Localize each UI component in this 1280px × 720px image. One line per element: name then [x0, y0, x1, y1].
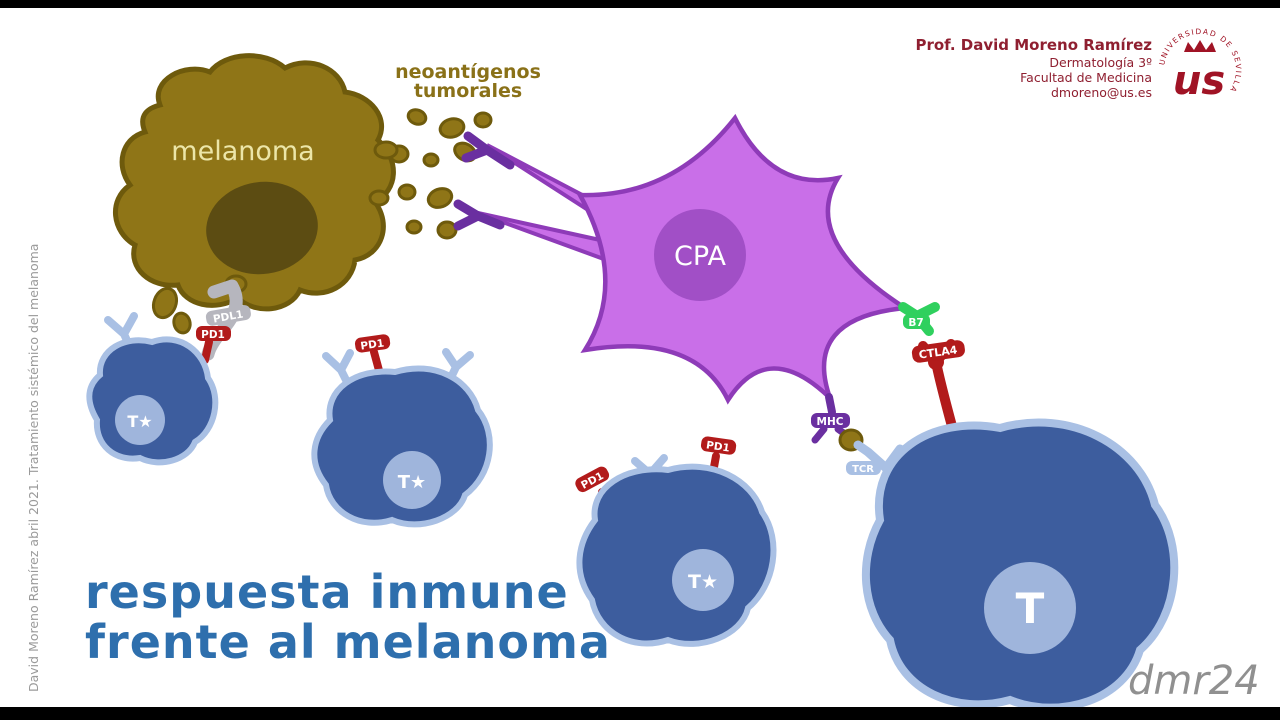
signature: dmr24	[1128, 658, 1260, 704]
mhc-label: MHC	[817, 416, 844, 428]
university-logo: UNIVERSIDAD DE SEVILLA us	[1157, 27, 1241, 104]
pd1-stem	[201, 338, 213, 364]
t-cell-label: T★	[688, 571, 718, 593]
antigen-dot	[473, 111, 493, 129]
melanoma-label: melanoma	[171, 136, 314, 167]
antigen-dot	[368, 189, 390, 207]
neoantigens: neoantígenos tumorales	[368, 61, 541, 240]
credits-block: Prof. David Moreno Ramírez Dermatología …	[915, 36, 1152, 100]
antigen-dot	[436, 220, 458, 240]
melanoma-nucleus	[206, 181, 318, 275]
pd1-label: PD1	[360, 337, 385, 352]
antigen-dot	[406, 108, 428, 126]
antigen-dot	[422, 152, 440, 168]
side-note: David Moreno Ramírez abril 2021. Tratami…	[26, 244, 41, 692]
antigen-dot	[438, 117, 466, 139]
ctla4-label-bg	[911, 340, 965, 363]
ctla4-label: CTLA4	[918, 343, 959, 361]
cpa-receptor-y-icon	[461, 131, 515, 170]
melanoma-body	[113, 53, 396, 312]
cpa-label: CPA	[674, 241, 726, 272]
b7-label-bg	[903, 314, 930, 329]
t-cell-label: T	[1016, 584, 1045, 633]
letterbox-bar-top	[0, 0, 1280, 8]
mhc-stem	[825, 393, 836, 416]
antigen-dot	[397, 183, 417, 201]
letterbox-bar-bottom	[0, 707, 1280, 720]
credits-department: Dermatología 3º	[1049, 55, 1152, 70]
t-cell-label: T★	[398, 472, 426, 493]
melanoma-fragment	[151, 286, 179, 320]
t-cell-1: PD1 T★	[86, 312, 231, 466]
credits-email: dmoreno@us.es	[1051, 85, 1152, 100]
pd1-label-bg	[354, 334, 391, 353]
t-cell-nucleus	[984, 562, 1076, 654]
t-cell-4: T	[861, 418, 1179, 712]
cpa-receptor-y-icon	[453, 199, 505, 231]
antigen-dot	[426, 187, 454, 209]
t-cell-nucleus	[672, 549, 734, 611]
logo-monogram: us	[1173, 58, 1225, 104]
melanoma-fragment	[172, 311, 192, 335]
b7-label: B7	[908, 317, 923, 329]
cpa-nucleus	[654, 209, 746, 301]
pd1-label: PD1	[705, 439, 730, 454]
t-cell-2: PD1 T★	[311, 334, 493, 528]
pdl1-label: PDL1	[212, 308, 244, 325]
cpa-cell: CPA	[453, 113, 912, 405]
tcr-label: TCR	[852, 464, 874, 475]
pd1-label-bg	[196, 326, 231, 341]
t-cell-nucleus	[115, 395, 165, 445]
t-cell-3: PD1 PD1 T★	[575, 436, 777, 647]
credits-name: Prof. David Moreno Ramírez	[915, 36, 1152, 54]
neoantigens-label-line2: tumorales	[414, 80, 522, 102]
tcr-label-bg	[846, 461, 881, 475]
pd1-label-bg	[575, 466, 610, 493]
mhc-label-bg	[811, 413, 850, 428]
melanoma-cell: melanoma	[113, 53, 396, 335]
ctla4-receptor: CTLA4	[911, 339, 965, 435]
b7-receptor: B7	[898, 302, 940, 336]
pdl1-label-bg	[205, 305, 251, 326]
antigen-dot	[373, 140, 399, 160]
t-cell-body	[311, 365, 493, 528]
credits-faculty: Facultad de Medicina	[1020, 70, 1152, 85]
crown-icon	[1184, 40, 1216, 52]
t-cell-label: T★	[127, 412, 152, 431]
pd1-label-bg	[700, 436, 737, 455]
slide-title-line2: frente al melanoma	[85, 615, 611, 669]
t-cell-nucleus	[383, 451, 441, 509]
neoantigens-label-line1: neoantígenos	[395, 61, 541, 83]
slide-title-line1: respuesta inmune	[85, 565, 569, 619]
antigen-dot	[405, 219, 423, 235]
pd1-label: PD1	[201, 329, 225, 341]
